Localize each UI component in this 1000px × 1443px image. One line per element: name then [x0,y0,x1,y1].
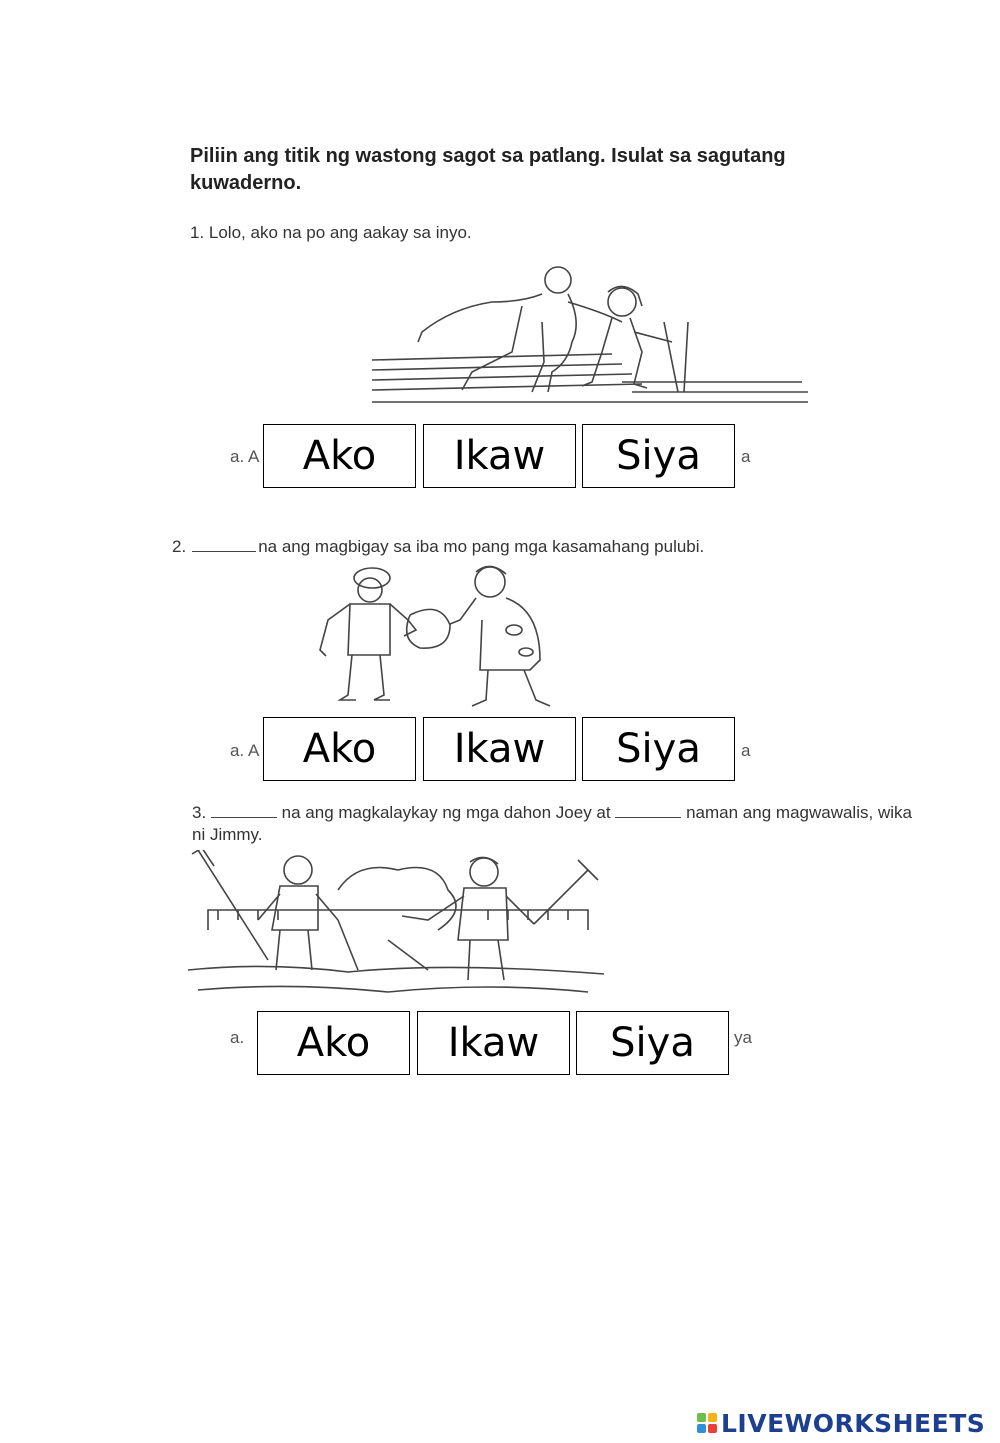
illustration-raking-leaves [188,850,604,993]
logo-square-red [708,1424,717,1433]
liveworksheets-logo: LIVEWORKSHEETS [697,1408,985,1438]
choice-ikaw-1[interactable]: Ikaw [423,424,576,488]
question-3-sentence-mid: na ang magkalaykay ng mga dahon Joey at [281,803,611,822]
hint-left-3: a. [230,1028,245,1047]
answer-blank-3b [615,817,682,818]
logo-square-green [697,1413,706,1422]
question-2-sentence: na ang magbigay sa iba mo pang mga kasam… [258,537,705,556]
instruction-text: Piliin ang titik ng wastong sagot sa pat… [190,145,786,194]
answer-blank-3a [210,817,277,818]
logo-square-yellow [708,1413,717,1422]
illustration-giving-food [319,565,551,707]
choice-ako-3[interactable]: Ako [257,1011,410,1075]
choice-siya-3[interactable]: Siya [576,1011,729,1075]
question-2-number: 2. [172,537,187,556]
brand-name: LIVEWORKSHEETS [721,1408,986,1438]
answer-blank-2 [192,551,257,552]
choice-ikaw-2[interactable]: Ikaw [423,717,576,781]
question-3-number: 3. [192,803,207,822]
logo-square-blue [697,1424,706,1433]
hint-left-2: a. A [230,741,260,760]
choice-ako-2[interactable]: Ako [263,717,416,781]
logo-grid-icon [697,1413,717,1433]
hint-right-3: ya [734,1028,752,1047]
choice-ako-1[interactable]: Ako [263,424,416,488]
question-1-text: 1. Lolo, ako na po ang aakay sa inyo. [190,223,472,242]
question-3-text: 3. na ang magkalaykay ng mga dahon Joey … [192,802,912,846]
choice-siya-1[interactable]: Siya [582,424,735,488]
question-3-sentence-end: naman ang magwawalis, wika ni Jimmy. [192,803,912,844]
hint-right-2: a [741,741,751,760]
choice-ikaw-3[interactable]: Ikaw [417,1011,570,1075]
hint-right-1: a [741,447,751,466]
illustration-grandfather-child [372,266,808,403]
choice-siya-2[interactable]: Siya [582,717,735,781]
hint-left-1: a. A [230,447,260,466]
question-2-text: 2. na ang magbigay sa iba mo pang mga kas… [172,536,704,558]
